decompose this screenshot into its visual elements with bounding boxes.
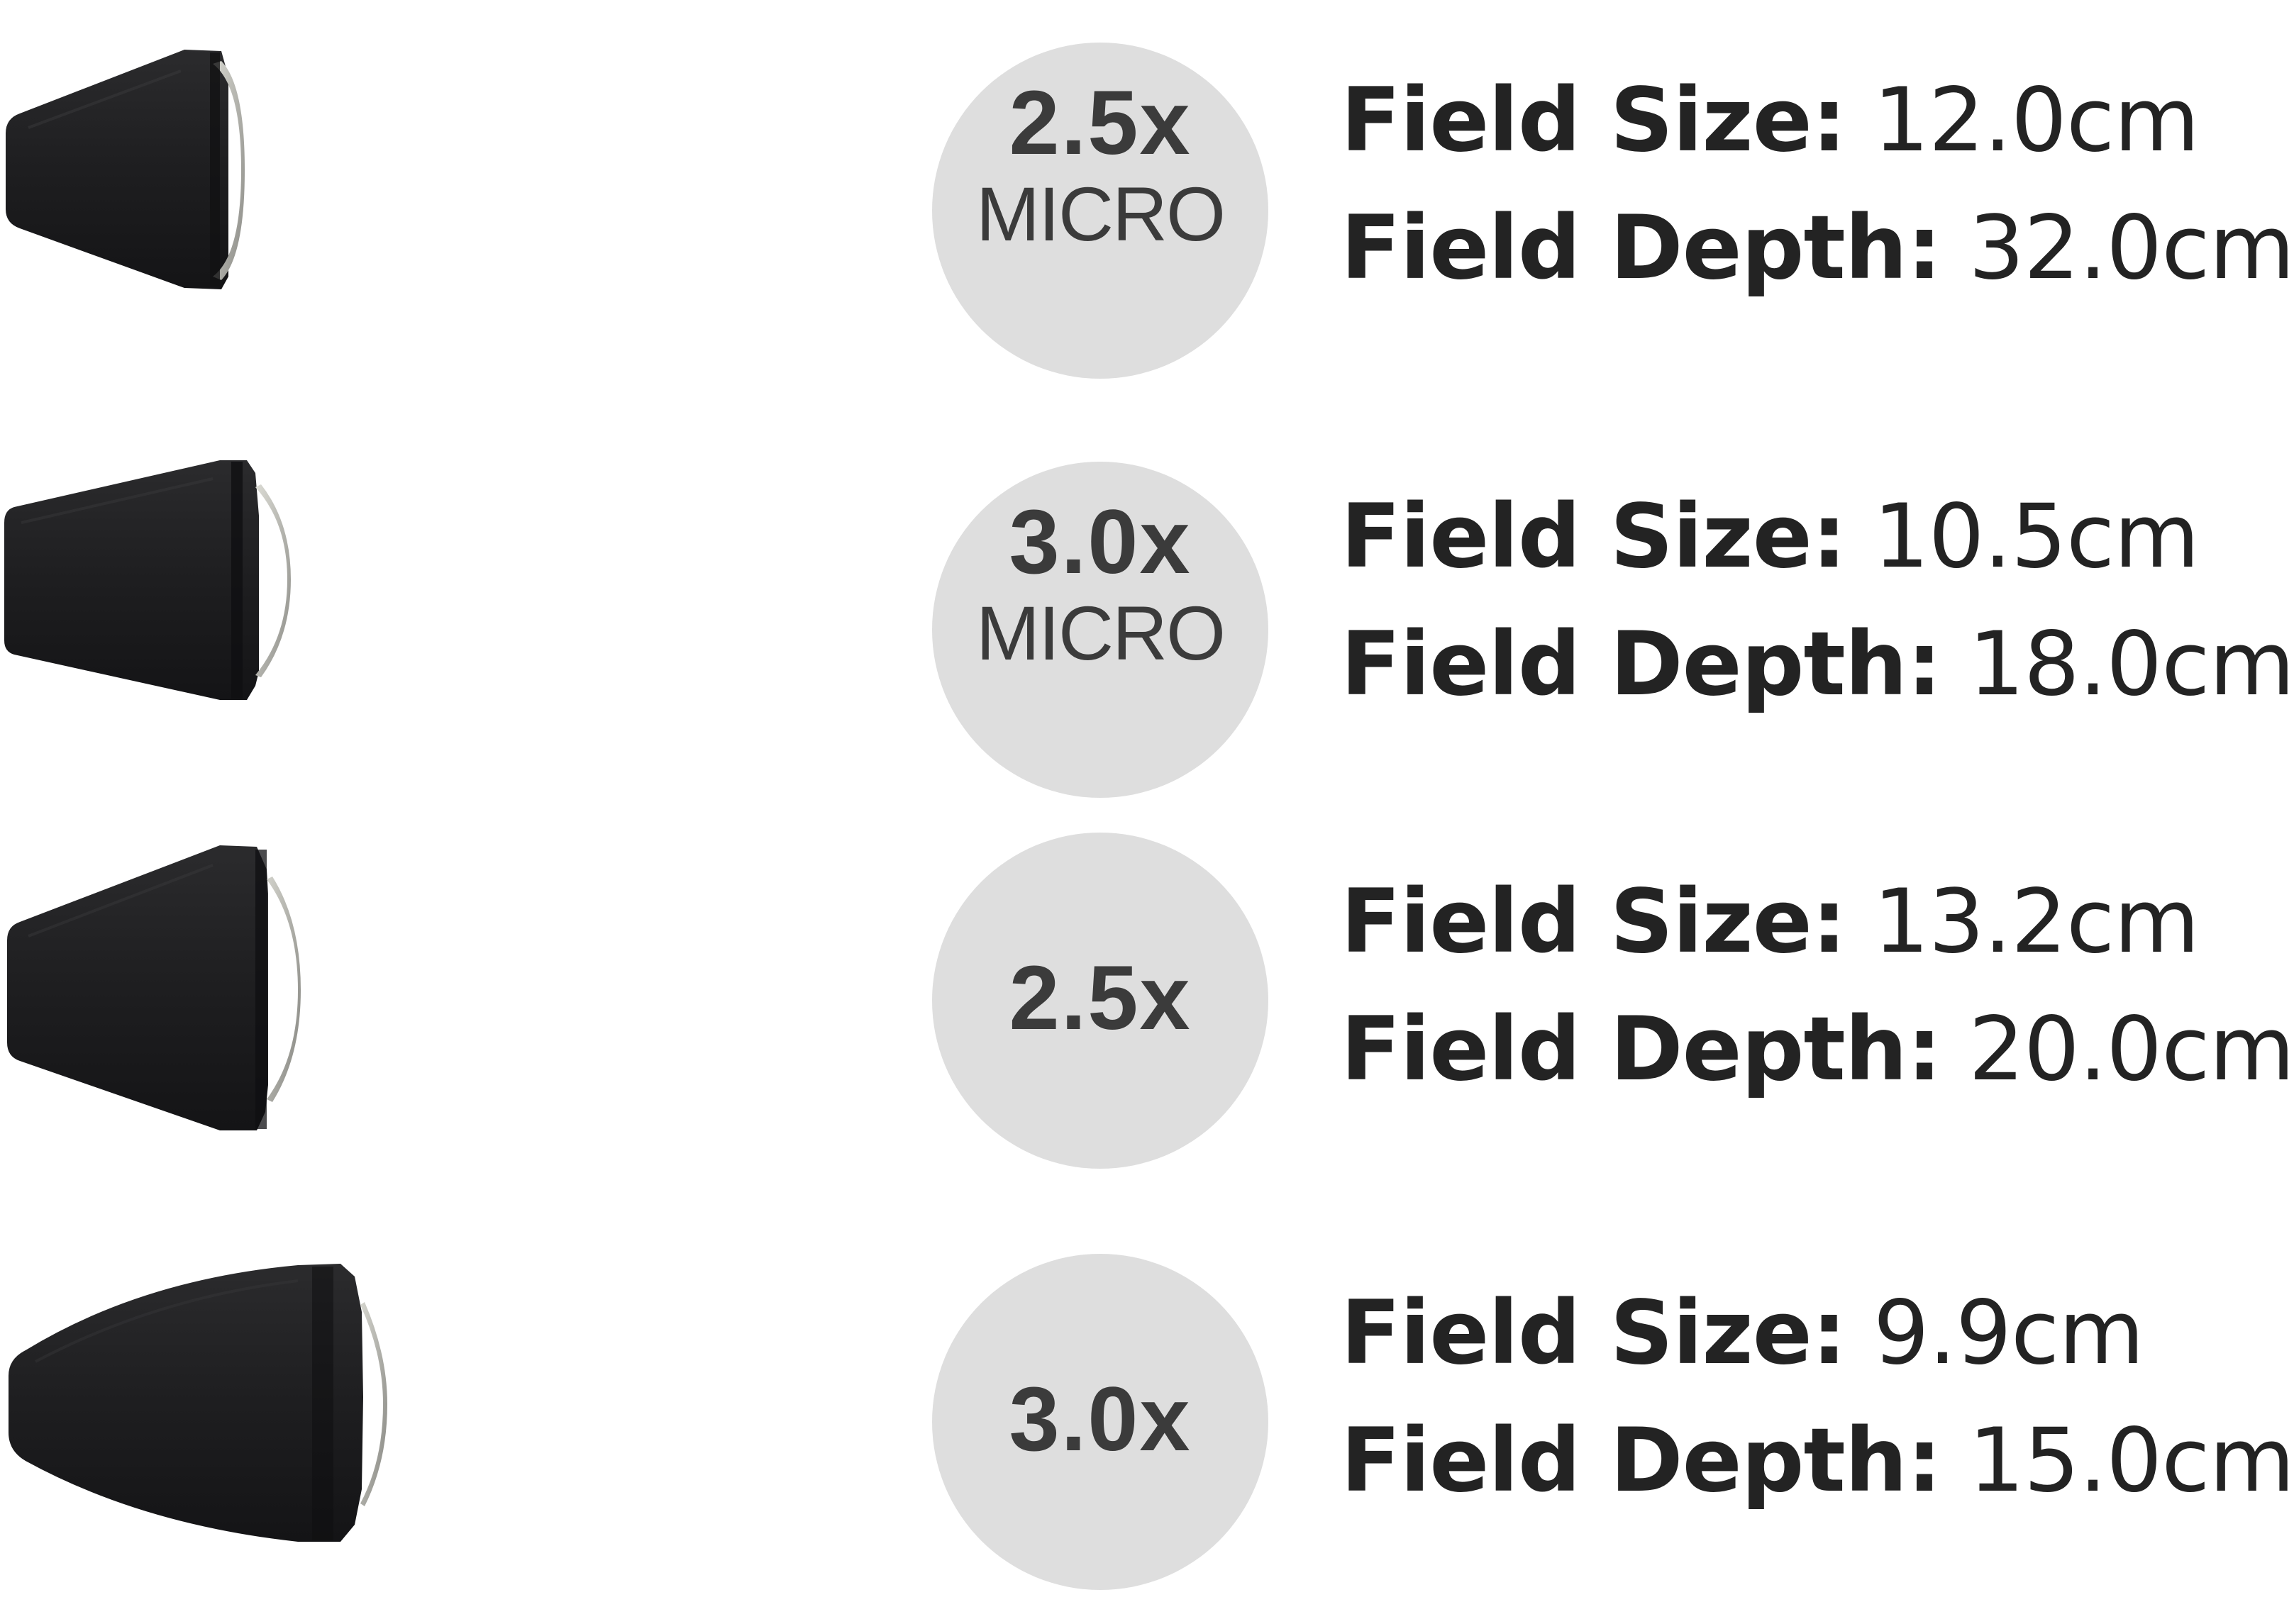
field-size-label: Field Size: [1341, 1282, 1846, 1384]
field-depth-line: Field Depth: 20.0cm [1341, 986, 2294, 1113]
field-size-line: Field Size: 10.5cm [1341, 473, 2261, 601]
magnification-badge: 3.0x [932, 1254, 1268, 1590]
magnification-label: 2.5x [1009, 72, 1192, 174]
field-depth-label: Field Depth: [1341, 197, 1942, 299]
spec-list: Field Size: 10.5cm Field Depth: 18.0cm [1341, 473, 2294, 728]
field-size-value: 13.2cm [1873, 871, 2200, 973]
field-size-label: Field Size: [1341, 871, 1846, 973]
field-size-label: Field Size: [1341, 486, 1846, 588]
lens-row: 2.5x Field Size: 13.2cm Field Depth: 20.… [0, 833, 2294, 1213]
field-depth-label: Field Depth: [1341, 999, 1942, 1101]
field-depth-value: 15.0cm [1968, 1410, 2294, 1512]
magnification-label: 3.0x [1009, 1369, 1192, 1470]
spec-list: Field Size: 9.9cm Field Depth: 15.0cm [1341, 1269, 2294, 1525]
spec-list: Field Size: 13.2cm Field Depth: 20.0cm [1341, 858, 2294, 1113]
field-depth-label: Field Depth: [1341, 613, 1942, 716]
field-depth-line: Field Depth: 18.0cm [1341, 601, 2294, 728]
magnification-badge: 3.0x MICRO [932, 462, 1268, 798]
lens-type-label: MICRO [976, 171, 1226, 257]
magnification-label: 3.0x [1009, 491, 1192, 593]
lens-image [0, 43, 397, 340]
magnification-badge: 2.5x MICRO [932, 43, 1268, 379]
field-depth-line: Field Depth: 32.0cm [1341, 184, 2294, 312]
field-size-line: Field Size: 9.9cm [1341, 1269, 2261, 1397]
lens-body [9, 1264, 387, 1542]
lens-image [0, 844, 397, 1142]
lens-body [7, 845, 301, 1130]
lens-image [0, 459, 397, 757]
lens-row: 2.5x MICRO Field Size: 12.0cm Field Dept… [0, 43, 2294, 411]
field-depth-label: Field Depth: [1341, 1410, 1942, 1512]
lens-body [4, 460, 291, 700]
field-size-label: Field Size: [1341, 69, 1846, 172]
field-size-value: 12.0cm [1873, 69, 2200, 172]
field-depth-value: 20.0cm [1968, 999, 2294, 1101]
lens-comparison: 2.5x MICRO Field Size: 12.0cm Field Dept… [0, 43, 2294, 1590]
magnification-badge: 2.5x [932, 833, 1268, 1169]
field-size-line: Field Size: 12.0cm [1341, 57, 2261, 184]
lens-body [6, 50, 245, 289]
field-depth-value: 32.0cm [1968, 197, 2294, 299]
lens-row: 3.0x Field Size: 9.9cm Field Depth: 15.0… [0, 1254, 2294, 1624]
field-depth-line: Field Depth: 15.0cm [1341, 1397, 2294, 1525]
field-size-value: 9.9cm [1873, 1282, 2144, 1384]
field-size-value: 10.5cm [1873, 486, 2200, 588]
lens-row: 3.0x MICRO Field Size: 10.5cm Field Dept… [0, 459, 2294, 828]
lens-image [0, 1255, 397, 1553]
spec-list: Field Size: 12.0cm Field Depth: 32.0cm [1341, 57, 2294, 312]
lens-type-label: MICRO [976, 590, 1226, 676]
field-size-line: Field Size: 13.2cm [1341, 858, 2261, 986]
magnification-label: 2.5x [1009, 947, 1192, 1049]
field-depth-value: 18.0cm [1968, 613, 2294, 716]
